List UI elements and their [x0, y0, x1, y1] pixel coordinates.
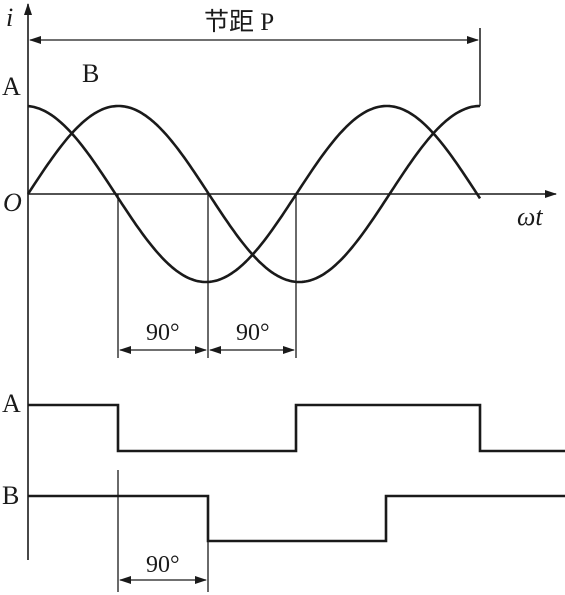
phase-label-bottom: 90° [146, 552, 180, 578]
wave-a-label: A [2, 389, 21, 418]
phase-label-top-right: 90° [236, 320, 270, 346]
pitch-label: 节距 P [204, 8, 274, 36]
current-axis-label: i [6, 3, 13, 32]
time-axis-label: ωt [517, 202, 543, 231]
curve-b-label: B [82, 59, 99, 88]
curve-a-label: A [2, 72, 21, 101]
phase-label-top-left: 90° [146, 320, 180, 346]
origin-label: O [3, 188, 22, 217]
wave-b-label: B [2, 481, 19, 510]
curve-a [27, 104, 482, 284]
square-wave-a [28, 403, 565, 453]
curve-b [26, 104, 481, 284]
square-wave-b [28, 494, 565, 543]
